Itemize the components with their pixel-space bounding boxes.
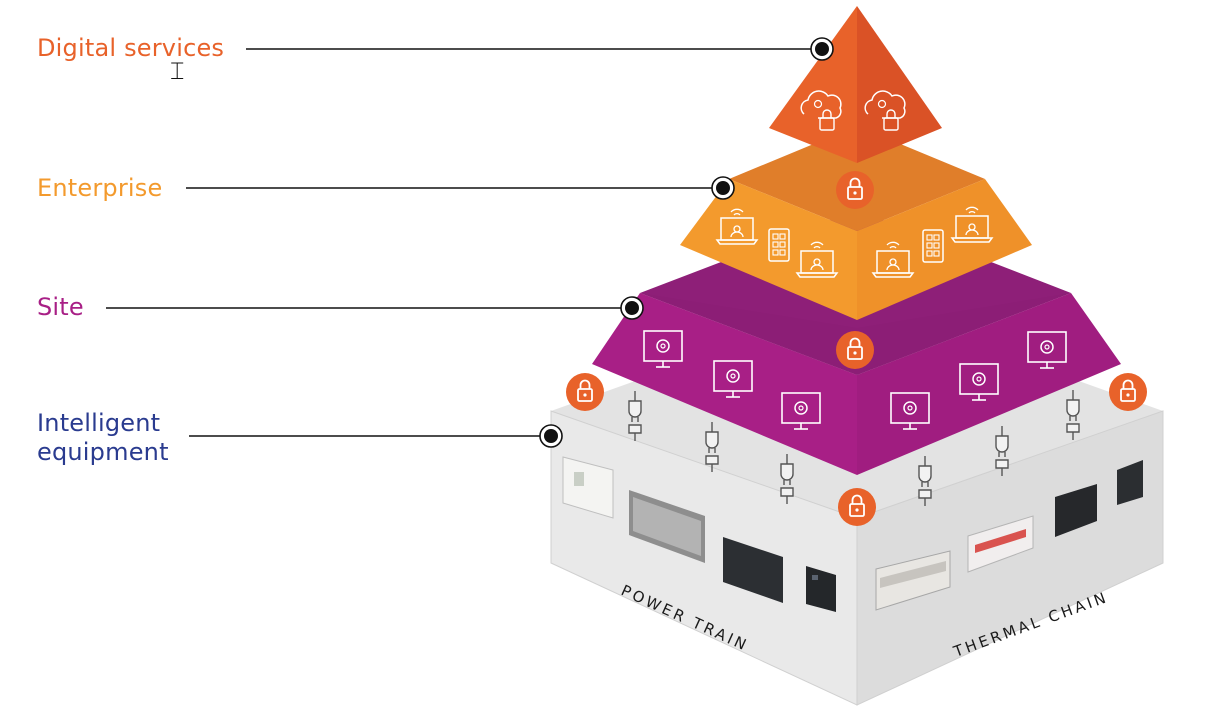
enterprise-layer	[680, 126, 1032, 320]
layer-label-digital-services: Digital services	[37, 34, 225, 62]
layer-label-intelligent-equipment-line2: equipment	[37, 438, 169, 466]
layer-label-enterprise: Enterprise	[37, 174, 163, 202]
leader-dot-intelligent-equipment	[539, 424, 563, 448]
leader-dot-enterprise	[711, 176, 735, 200]
text-cursor-icon: ⌶	[170, 57, 185, 85]
leader-lines	[106, 37, 834, 448]
padlock-icon	[837, 487, 877, 527]
padlock-icon	[565, 372, 605, 412]
leader-dot-digital-services	[810, 37, 834, 61]
leader-dot-site	[620, 296, 644, 320]
padlock-icon	[1108, 372, 1148, 412]
digital-services-layer	[769, 6, 942, 163]
thermal-chain-equipment	[875, 460, 1143, 611]
layer-label-intelligent-equipment-line1: Intelligent	[37, 409, 161, 437]
base-right-face	[856, 410, 1164, 706]
power-train-equipment	[562, 456, 836, 612]
layer-label-intelligent-equipment: Intelligent equipment	[37, 409, 169, 467]
padlock-icon	[835, 330, 875, 370]
padlock-icon	[835, 170, 875, 210]
layer-label-site: Site	[37, 293, 84, 321]
